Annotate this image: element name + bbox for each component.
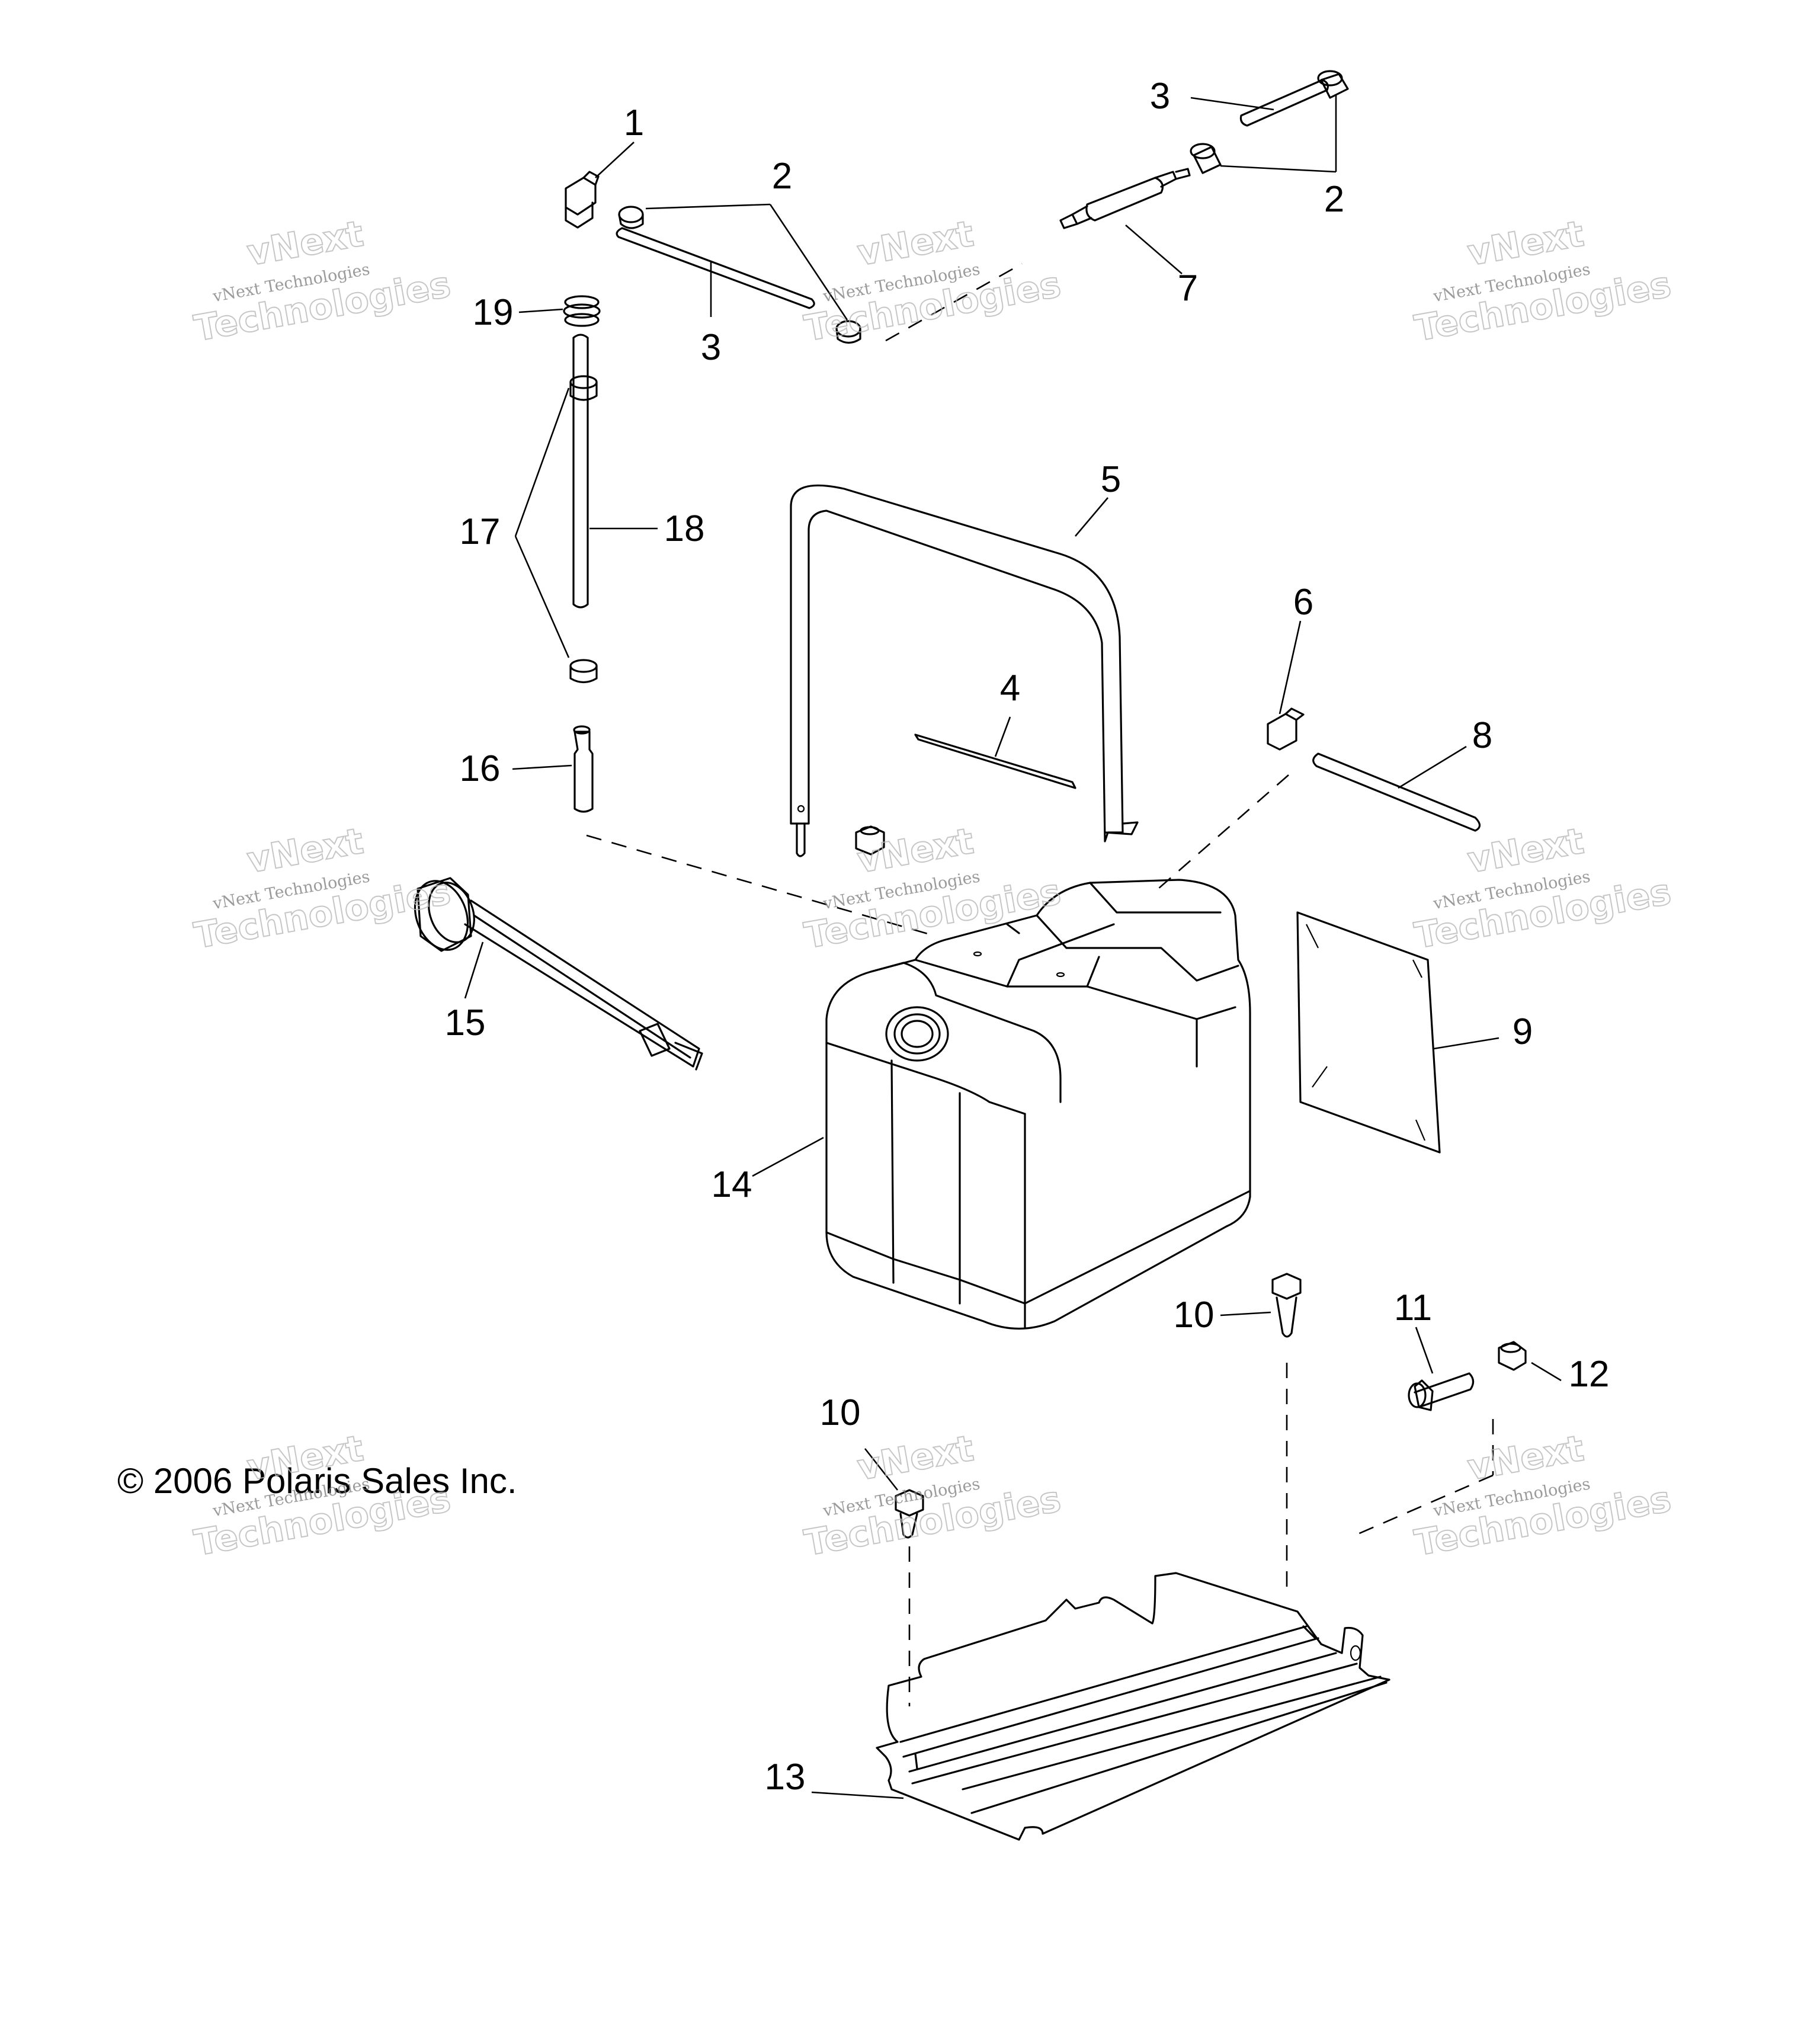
part-3-hose-left [616,227,815,317]
part-11-bolt [1408,1327,1475,1411]
callout-3-right: 3 [1150,76,1170,117]
part-17-18-hose-clamps [514,334,658,684]
watermark-top-center: vNext vNext Technologies Technologies [801,213,1065,351]
part-6-fitting [1267,620,1305,751]
part-15-fuel-cap-sender [414,877,703,1071]
part-3-hose-right [1190,79,1329,127]
dashed-line-16-to-tank [586,834,937,937]
part-9-pad [1296,911,1499,1154]
part-19-grommet [518,295,601,327]
callout-15: 15 [445,1002,486,1043]
watermark-top-left: vNext vNext Technologies Technologies [191,213,454,351]
callout-7: 7 [1178,268,1198,309]
part-4-pad [914,716,1076,789]
part-13-skid-plate [811,1572,1390,1841]
callout-6: 6 [1293,582,1313,623]
callout-16: 16 [460,748,501,789]
watermark-mid-right: vNext vNext Technologies Technologies [1411,820,1675,958]
part-5-strap [790,484,1139,857]
callout-18: 18 [664,508,705,549]
callout-2-right: 2 [1324,179,1344,220]
part-1-fitting [565,142,635,229]
part-8-hose [1312,745,1481,832]
callout-9: 9 [1513,1011,1533,1052]
callout-11: 11 [1394,1287,1432,1328]
part-14-fuel-tank [752,879,1251,1330]
part-12-nut [1498,1341,1562,1382]
watermark-mid-left: vNext vNext Technologies Technologies [191,820,454,958]
watermark-mid-center: vNext vNext Technologies Technologies [801,820,1065,958]
callout-19: 19 [473,292,514,333]
callout-5: 5 [1101,459,1121,500]
callout-12: 12 [1569,1354,1610,1395]
callout-10-right: 10 [1174,1295,1215,1335]
callout-10-left: 10 [820,1392,861,1433]
callout-17: 17 [460,511,501,552]
callout-1: 1 [624,102,644,143]
callout-13: 13 [765,1757,806,1798]
copyright-text: © 2006 Polaris Sales Inc. [117,1461,517,1501]
callout-3-left: 3 [701,327,721,368]
watermark-bottom-right: vNext vNext Technologies Technologies [1411,1427,1675,1565]
callout-8: 8 [1472,715,1492,756]
dashed-line-6-to-tank [1158,774,1289,889]
watermark-top-right: vNext vNext Technologies Technologies [1411,213,1675,351]
part-10-bolt-right [1220,1273,1302,1338]
part-7-fuel-filter [1059,168,1191,274]
part-10-bolt-left [864,1448,924,1539]
callout-14: 14 [712,1164,752,1205]
part-2-clamps-right [1190,70,1349,174]
callout-2-left: 2 [772,156,792,197]
callout-4: 4 [1000,668,1020,709]
part-2-clamps-left [618,203,861,344]
strap-nut [855,825,885,856]
dashed-line-hose [885,262,1023,342]
watermark-bottom-center: vNext vNext Technologies Technologies [801,1427,1065,1565]
part-16-fitting [512,725,594,813]
